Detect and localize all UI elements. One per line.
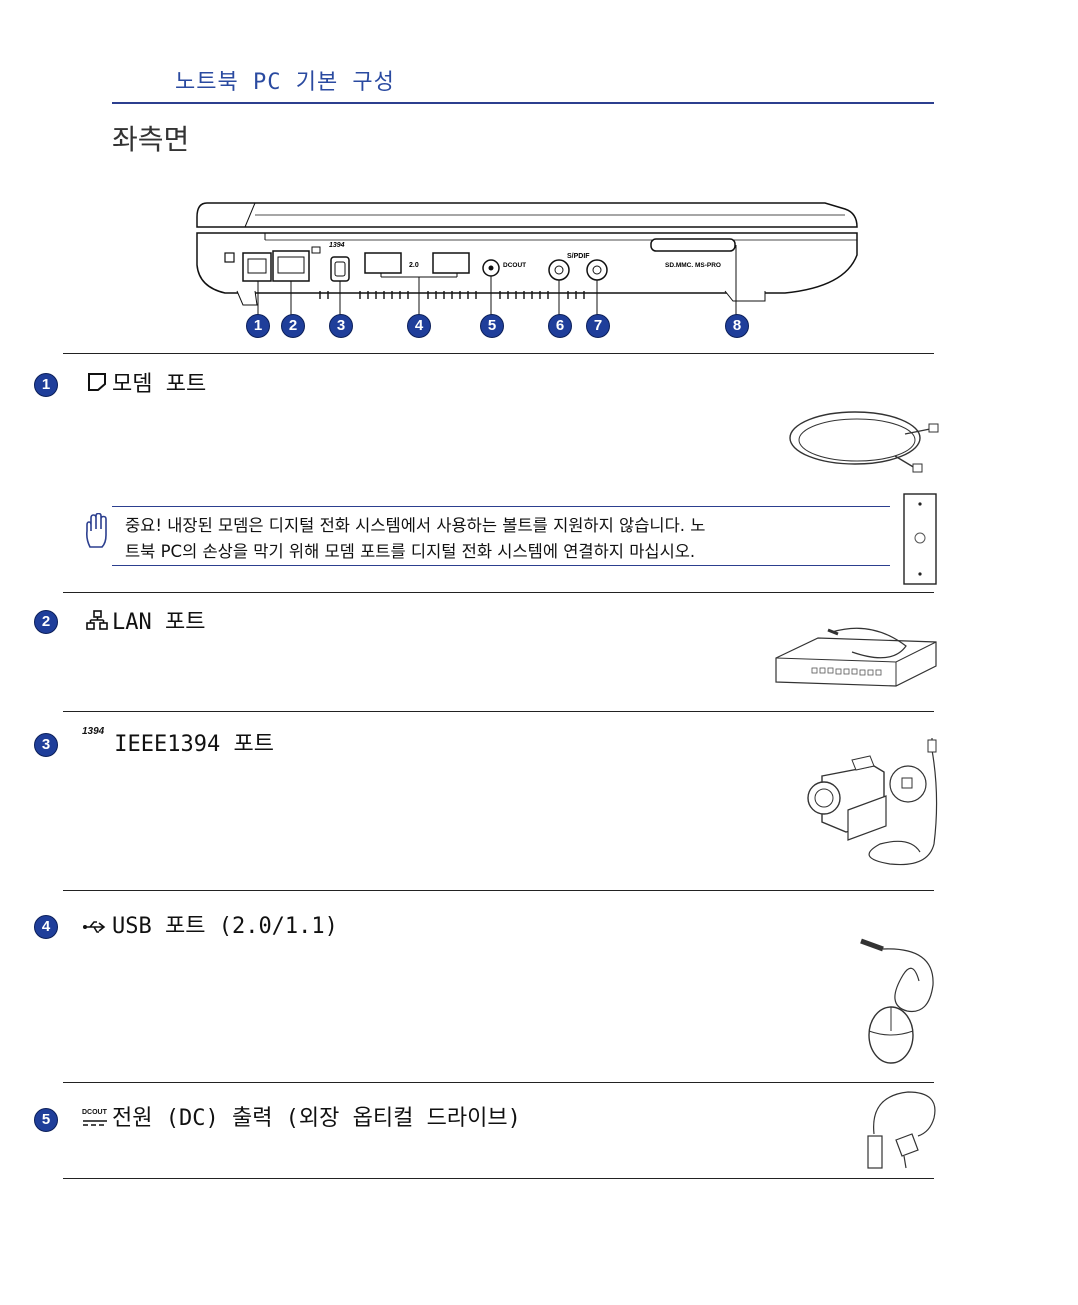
camcorder-illustration (800, 736, 950, 871)
usb-port-label: 2.0 (409, 262, 419, 269)
section-number: 3 (34, 733, 58, 757)
ieee-port-label: 1394 (329, 242, 345, 249)
usb-icon (82, 915, 108, 940)
header-rule (112, 102, 934, 104)
section-title-text: 모뎀 포트 (112, 372, 206, 397)
callout-7: 7 (586, 314, 610, 338)
lan-icon (86, 610, 108, 636)
ieee1394-icon: 1394 (82, 726, 104, 737)
section-rule (63, 1082, 934, 1083)
callout-2: 2 (281, 314, 305, 338)
section-title-text: LAN 포트 (112, 610, 205, 635)
wall-jack-illustration (902, 492, 938, 587)
section-rule (63, 890, 934, 891)
section-title-usb: USB 포트 (2.0/1.1) (82, 908, 338, 940)
callout-3: 3 (329, 314, 353, 338)
dcout-icon: DCOUT (82, 1109, 108, 1129)
section-title-modem: 모뎀 포트 (86, 366, 206, 399)
phone-cable-illustration (785, 398, 940, 488)
section-number: 5 (34, 1108, 58, 1132)
section-rule (63, 592, 934, 593)
callout-6: 6 (548, 314, 572, 338)
callout-4: 4 (407, 314, 431, 338)
dcout-port-label: DCOUT (503, 262, 526, 269)
callout-5: 5 (480, 314, 504, 338)
section-number: 2 (34, 610, 58, 634)
note-rule-bottom (112, 565, 890, 566)
section-title-dcout: DCOUT 전원 (DC) 출력 (외장 옵티컬 드라이브) (82, 1100, 521, 1132)
section-title-text: 전원 (DC) 출력 (외장 옵티컬 드라이브) (112, 1106, 521, 1131)
section-title-text: IEEE1394 포트 (114, 732, 274, 757)
note-text-line1: 중요! 내장된 모뎀은 디지털 전화 시스템에서 사용하는 볼트를 지원하지 않… (125, 512, 705, 536)
section-rule (63, 711, 934, 712)
section-number: 1 (34, 373, 58, 397)
callout-1: 1 (246, 314, 270, 338)
hand-icon (84, 513, 110, 549)
callout-8: 8 (725, 314, 749, 338)
card-reader-label: SD.MMC. MS-PRO (665, 262, 721, 269)
section-title-lan: LAN 포트 (86, 604, 205, 636)
chapter-title: 노트북 PC 기본 구성 (175, 64, 395, 96)
section-number: 4 (34, 915, 58, 939)
network-switch-illustration (772, 624, 938, 694)
section-rule (63, 1178, 934, 1179)
note-rule-top (112, 506, 890, 507)
section-title-text: USB 포트 (2.0/1.1) (112, 914, 338, 939)
section-title-ieee1394: 1394IEEE1394 포트 (82, 726, 274, 758)
note-text-line2: 트북 PC의 손상을 막기 위해 모뎀 포트를 디지털 전화 시스템에 연결하지… (125, 538, 695, 562)
spdif-port-label: S/PDIF (567, 253, 590, 260)
modem-icon (86, 371, 108, 399)
dcout-icon-label: DCOUT (82, 1109, 107, 1116)
dc-cable-illustration (860, 1088, 940, 1172)
usb-mouse-illustration (855, 935, 940, 1070)
section-rule (63, 353, 934, 354)
page-title: 좌측면 (112, 118, 189, 158)
